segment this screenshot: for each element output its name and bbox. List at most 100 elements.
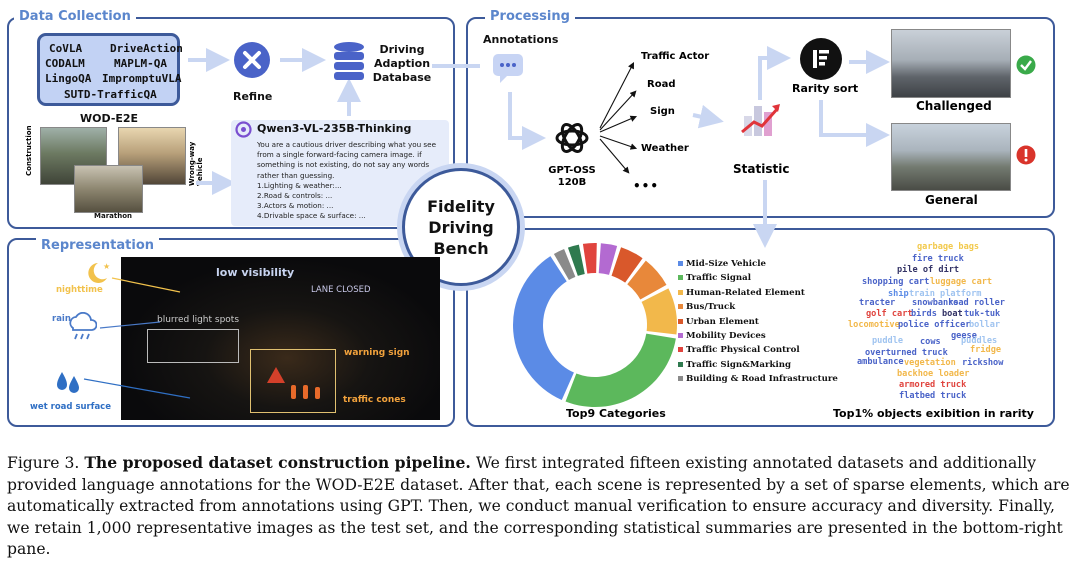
water-drops-icon: [57, 372, 79, 393]
rare-object-word: overturned truck: [865, 348, 948, 358]
dataset-label: MAPLM-QA: [114, 57, 167, 70]
rare-object-word: armored truck: [899, 380, 967, 390]
datasets-box: CoVLA DriveAction CODALM MAPLM-QA LingoQ…: [37, 33, 183, 106]
rare-object-word: road roller: [948, 298, 1005, 308]
processing-arrows: [508, 46, 890, 248]
challenged-photo: [891, 29, 1011, 98]
rare-object-word: geese: [951, 331, 977, 341]
rare-object-word: tuk-tuk: [964, 309, 1001, 319]
rare-object-word: rickshow: [962, 358, 1004, 368]
donut-slice: [567, 244, 585, 276]
rare-object-word: ambulance: [857, 357, 904, 367]
rare-object-word: tracter: [859, 298, 896, 308]
rare-object-word: vegetation: [904, 358, 956, 368]
legend-swatch: [678, 361, 683, 367]
legend-label: Building & Road Infrastructure: [686, 374, 838, 385]
dataset-label: CODALM: [45, 57, 85, 70]
refine-label: Refine: [233, 90, 273, 103]
blurred-light-label: blurred light spots: [157, 315, 240, 325]
legend-swatch: [678, 376, 683, 382]
legend-swatch: [678, 275, 683, 281]
warning-sign-label: warning sign: [344, 348, 410, 358]
lane-closed-label: LANE CLOSED: [311, 285, 371, 295]
refine-icon: [234, 42, 270, 78]
database-label: Driving Adaption Database: [372, 43, 432, 84]
rare-object-word: flatbed truck: [899, 391, 967, 401]
wrongway-photo: [118, 127, 186, 185]
legend-item: Traffic Signal: [678, 273, 751, 283]
dataset-label: SUTD-TrafficQA: [64, 88, 157, 101]
prompt-item: 4.Drivable space & surface: ...: [257, 211, 366, 221]
nighttime-label: nighttime: [56, 285, 103, 295]
svg-text:★: ★: [103, 262, 110, 271]
legend-label: Traffic Signal: [686, 273, 751, 284]
legend-item: Mobility Devices: [678, 331, 766, 341]
rare-object-word: locomotive: [848, 320, 900, 330]
prompt-item: 3.Actors & motion: ...: [257, 201, 334, 211]
warning-sign-icon: [267, 367, 285, 383]
warning-sign-box: [250, 349, 336, 413]
model-name: Qwen3-VL-235B-Thinking: [257, 122, 412, 135]
donut-slice: [565, 333, 676, 407]
caption-body: We first integrated fifteen existing ann…: [7, 454, 1070, 558]
prompt-text: You are a cautious driver describing wha…: [257, 140, 443, 222]
representation-title: Representation: [36, 238, 160, 253]
rarity-icon: [800, 38, 842, 80]
legend-swatch: [678, 261, 683, 266]
model-logo-icon: [235, 121, 252, 138]
moon-icon: ★: [88, 262, 110, 283]
rare-object-word: golf cart: [866, 309, 913, 319]
gpt-logo-icon: [555, 123, 589, 153]
legend-label: Mobility Devices: [686, 331, 766, 341]
gpt-label: GPT-OSS 120B: [548, 165, 596, 188]
processing-title: Processing: [485, 9, 575, 24]
representation-pointers: [83, 277, 191, 399]
rare-object-word: bollar: [969, 320, 1001, 330]
element-more: •••: [633, 179, 660, 193]
database-icon: [334, 42, 364, 80]
challenged-label: Challenged: [916, 99, 992, 113]
rare-object-word: boat: [942, 309, 963, 319]
rare-object-word: cows: [920, 337, 941, 347]
traffic-cone-icon: [315, 387, 320, 399]
traffic-cone-icon: [291, 385, 296, 399]
rare-object-word: ship: [888, 289, 909, 299]
legend-item: Traffic Sign&Marking: [678, 360, 791, 370]
collection-arrows: [188, 48, 480, 195]
rare-object-word: puddle: [872, 336, 904, 346]
rare-object-word: puddles: [961, 336, 998, 346]
dataset-label: LingoQA: [45, 72, 92, 85]
donut-slice: [627, 260, 667, 300]
traffic-cone-icon: [303, 385, 308, 399]
data-collection-title: Data Collection: [14, 9, 136, 24]
donut-slice: [582, 243, 597, 274]
traffic-cones-label: traffic cones: [343, 395, 406, 405]
rare-object-word: backhoe loader: [897, 369, 970, 379]
legend-label: Traffic Sign&Marking: [686, 359, 791, 370]
wrench-icon: [243, 51, 261, 69]
legend-label: Mid-Size Vehicle: [686, 259, 766, 269]
rare-object-word: pile of dirt: [897, 265, 960, 275]
element-road: Road: [647, 79, 676, 90]
donut-slice: [513, 256, 574, 400]
prompt-item: 1.Lighting & weather:...: [257, 180, 342, 190]
statistic-label: Statistic: [733, 162, 790, 176]
legend-item: Bus/Truck: [678, 302, 735, 312]
check-icon: [1016, 55, 1036, 75]
donut-slice: [553, 249, 576, 281]
low-visibility-label: low visibility: [216, 266, 295, 279]
wet-road-label: wet road surface: [30, 402, 111, 412]
dataset-label: DriveAction: [110, 42, 183, 55]
rare-object-word: shopping cart: [862, 277, 930, 287]
fidelity-driving-bench-badge: Fidelity Driving Bench: [402, 168, 520, 286]
donut-slice: [598, 243, 618, 275]
figure-caption: Figure 3. The proposed dataset construct…: [7, 452, 1075, 561]
chat-icon: [493, 54, 523, 83]
caption-lead: Figure 3.: [7, 454, 85, 472]
legend-label: Human-Related Element: [686, 287, 805, 298]
sort-icon: [813, 50, 829, 68]
rare-object-word: train platform: [909, 289, 982, 299]
legend-item: Urban Element: [678, 317, 759, 327]
legend-swatch: [678, 347, 683, 353]
prompt-instruction: You are a cautious driver describing wha…: [257, 140, 437, 180]
